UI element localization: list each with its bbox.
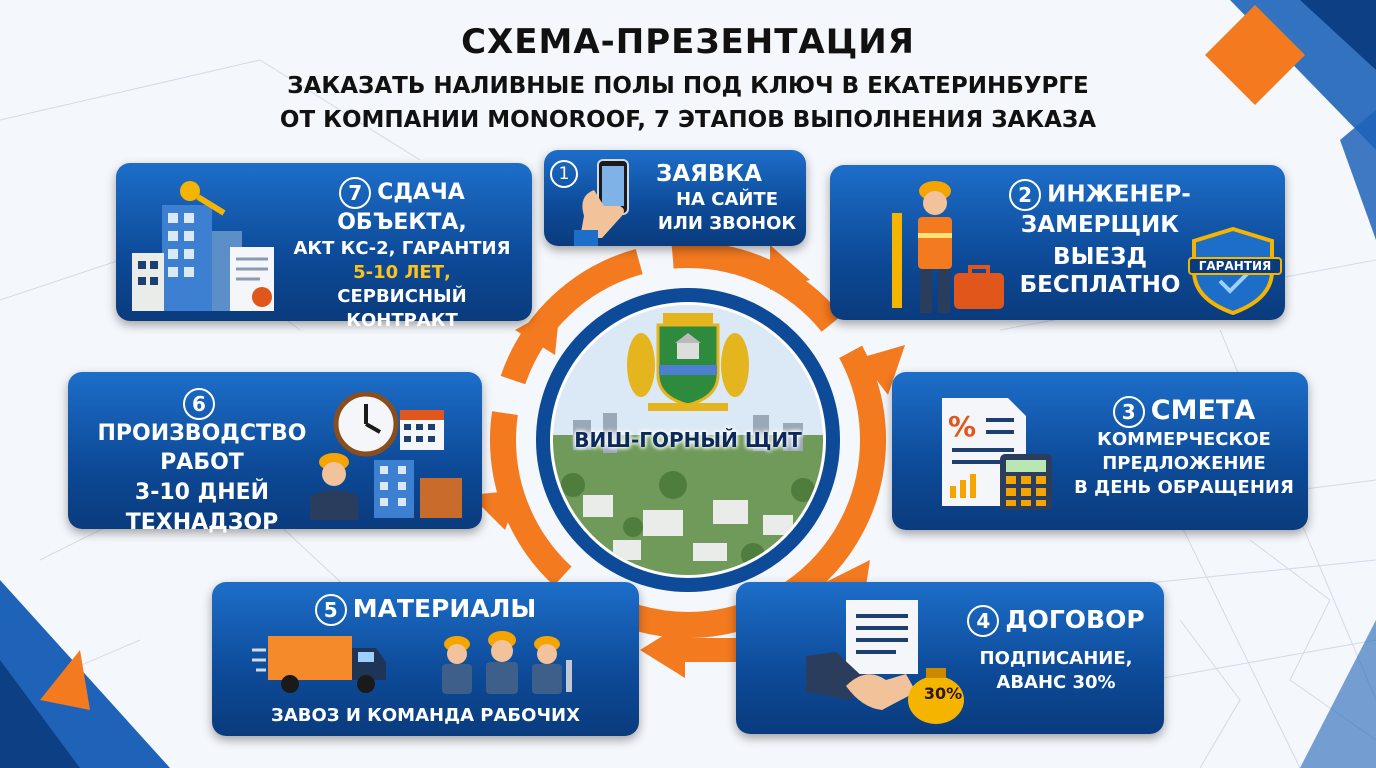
step-2-line-2: ВЫЕЗД xyxy=(1053,244,1147,270)
cycle-arrow-head xyxy=(470,490,520,530)
step-7-line-1: АКТ КС-2, ГАРАНТИЯ xyxy=(293,238,511,259)
step-3-line-1: КОММЕРЧЕСКОЕ xyxy=(1097,429,1271,450)
step-5-number: 5 xyxy=(314,594,347,626)
step4-to-step5-arrow-head xyxy=(640,622,685,678)
orange-triangle xyxy=(40,650,90,710)
step-1-title: ЗАЯВКА xyxy=(656,161,762,187)
corner-shape-top-right-dark xyxy=(1300,0,1376,70)
page-title: СХЕМА-ПРЕЗЕНТАЦИЯ xyxy=(461,22,915,62)
step-2-title: ИНЖЕНЕР- xyxy=(1047,181,1191,208)
step-6-number: 6 xyxy=(183,388,215,420)
step-2-number: 2 xyxy=(1009,179,1042,211)
step-7-line-2: 5-10 ЛЕТ, xyxy=(353,262,451,283)
building-key-certificate-icon xyxy=(132,181,274,311)
step-6-line-2: 3-10 ДНЕЙ xyxy=(134,480,270,505)
engineer-worker-icon xyxy=(892,181,1004,313)
cycle-arrow-head xyxy=(860,345,905,395)
step-7-title: СДАЧА ОБЪЕКТА, xyxy=(337,180,467,235)
step-5-line-1: ЗАВОЗ И КОМАНДА РАБОЧИХ xyxy=(271,705,580,726)
orange-diamond xyxy=(1205,5,1305,105)
step-6-card: 6ПРОИЗВОДСТВО РАБОТ 3-10 ДНЕЙ ТЕХНАДЗОР xyxy=(68,372,482,535)
step-5-title: МАТЕРИАЛЫ xyxy=(352,594,537,623)
estimate-document-calculator-icon: % xyxy=(942,398,1052,510)
cycle-arrow-head xyxy=(770,245,810,290)
step-7-line-3: СЕРВИСНЫЙ xyxy=(337,286,467,307)
city-label: ВИШ-ГОРНЫЙ ЩИТ xyxy=(574,428,802,452)
step-3-number: 3 xyxy=(1112,395,1145,428)
clock-calendar-supervisor-icon xyxy=(310,392,462,520)
guarantee-badge: ГАРАНТИЯ xyxy=(1188,257,1282,275)
step-1-line-1: НА САЙТЕ xyxy=(675,189,779,210)
step-4-title: ДОГОВОР xyxy=(1005,605,1145,634)
step-1-card: ЗАЯВКА НА САЙТЕ ИЛИ ЗВОНОК 1 xyxy=(544,150,806,246)
cycle-ring xyxy=(470,242,905,638)
step-6-line-3: ТЕХНАДЗОР xyxy=(125,510,279,535)
step-4-line-1: ПОДПИСАНИЕ, xyxy=(979,648,1133,669)
step-7-number: 7 xyxy=(339,177,372,209)
corner-shape-bottom-left-dark xyxy=(0,660,80,768)
step-6-title: ПРОИЗВОДСТВО xyxy=(97,421,307,446)
step-2-line-3: БЕСПЛАТНО xyxy=(1019,272,1181,298)
step-3-title: СМЕТА xyxy=(1150,395,1256,426)
corner-shape-bottom-right xyxy=(1300,620,1376,768)
coat-of-arms-icon xyxy=(627,313,749,411)
step-7-line-4: КОНТРАКТ xyxy=(346,310,458,331)
step-3-line-2: ПРЕДЛОЖЕНИЕ xyxy=(1102,453,1266,474)
advance-badge: 30% xyxy=(923,684,963,703)
step-3-line-3: В ДЕНЬ ОБРАЩЕНИЯ xyxy=(1074,477,1294,498)
truck-and-workers-icon xyxy=(252,631,572,694)
step-1-line-2: ИЛИ ЗВОНОК xyxy=(657,213,797,234)
workers-icon xyxy=(442,631,572,694)
step-1-number: 1 xyxy=(550,160,578,188)
handshake-contract-icon xyxy=(806,600,964,724)
step-4-number: 4 xyxy=(967,605,1000,637)
smartphone-in-hand-icon xyxy=(574,159,629,246)
cycle-ring-arc xyxy=(490,242,886,638)
step-4-line-2: АВАНС 30% xyxy=(996,672,1116,693)
page-subtitle-line1: ЗАКАЗАТЬ НАЛИВНЫЕ ПОЛЫ ПОД КЛЮЧ В ЕКАТЕР… xyxy=(287,73,1089,99)
cycle-arrow-head xyxy=(515,305,560,355)
corner-shape-right xyxy=(1340,110,1376,240)
page-subtitle-line2: ОТ КОМПАНИИ MONOROOF, 7 ЭТАПОВ ВЫПОЛНЕНИ… xyxy=(279,107,1097,133)
step-2-line-1: ЗАМЕРЩИК xyxy=(1020,212,1180,238)
step-6-line-1: РАБОТ xyxy=(160,450,244,475)
svg-text:%: % xyxy=(948,410,976,443)
